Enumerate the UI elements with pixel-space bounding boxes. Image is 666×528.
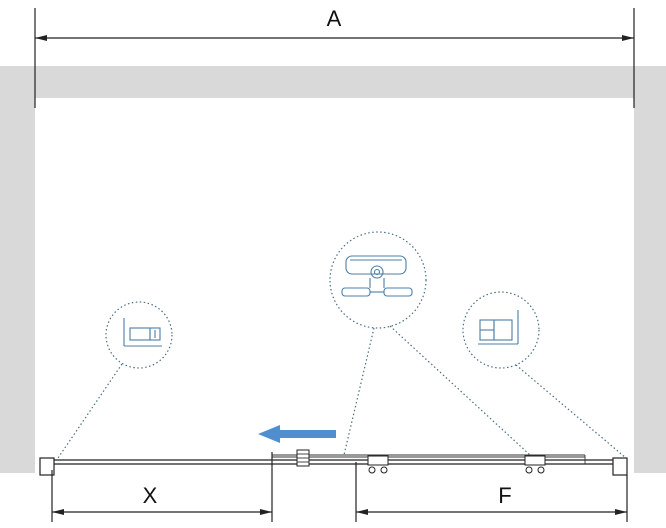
- arrow-left-icon: [258, 425, 336, 443]
- right-wall-bracket: [613, 458, 627, 475]
- dimension-f-label: F: [498, 483, 511, 508]
- dimension-x-arrow-left: [52, 509, 64, 515]
- dimension-f: F: [356, 462, 627, 522]
- left-wall: [0, 66, 35, 473]
- door-track: [40, 450, 627, 475]
- right-wall: [634, 66, 666, 473]
- end-profile-detail-icon: [478, 310, 518, 344]
- wall-profile-detail-icon: [124, 318, 162, 346]
- detail-callout-right: [463, 292, 626, 458]
- dimension-x-label: X: [143, 483, 158, 508]
- walls: [0, 66, 666, 473]
- dimension-f-arrow-right: [615, 509, 627, 515]
- roller-left: [368, 456, 388, 473]
- dimension-x-arrow-right: [260, 509, 272, 515]
- dimension-x: X: [52, 452, 272, 522]
- rear-wall: [0, 66, 666, 98]
- dimension-a-arrow-right: [622, 35, 634, 41]
- dimension-a-label: A: [327, 6, 342, 31]
- dimension-f-arrow-left: [356, 509, 368, 515]
- door-handle: [297, 450, 309, 466]
- dimension-a-arrow-left: [35, 35, 47, 41]
- roller-detail-icon: [342, 256, 412, 296]
- roller-right: [525, 456, 545, 473]
- detail-callout-left: [58, 302, 172, 458]
